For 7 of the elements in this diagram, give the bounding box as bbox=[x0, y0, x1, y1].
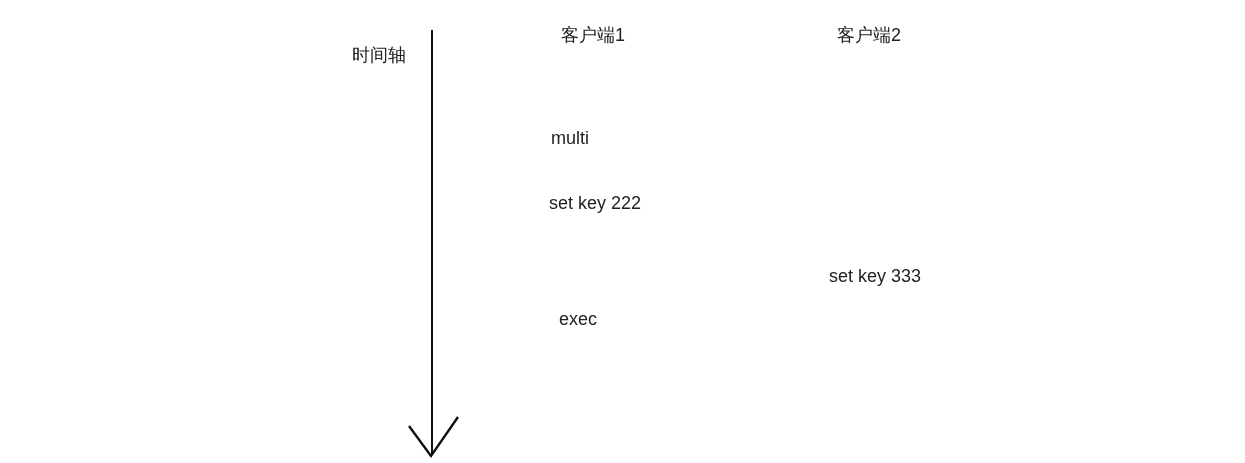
text-label: 时间轴 bbox=[352, 43, 406, 67]
text-label: multi bbox=[551, 126, 589, 150]
text-label: set key 333 bbox=[829, 264, 922, 288]
text-label: 客户端2 bbox=[837, 23, 901, 47]
text-label: set key 222 bbox=[549, 191, 642, 215]
text-label: 客户端1 bbox=[561, 23, 625, 47]
text-label: exec bbox=[559, 307, 598, 331]
